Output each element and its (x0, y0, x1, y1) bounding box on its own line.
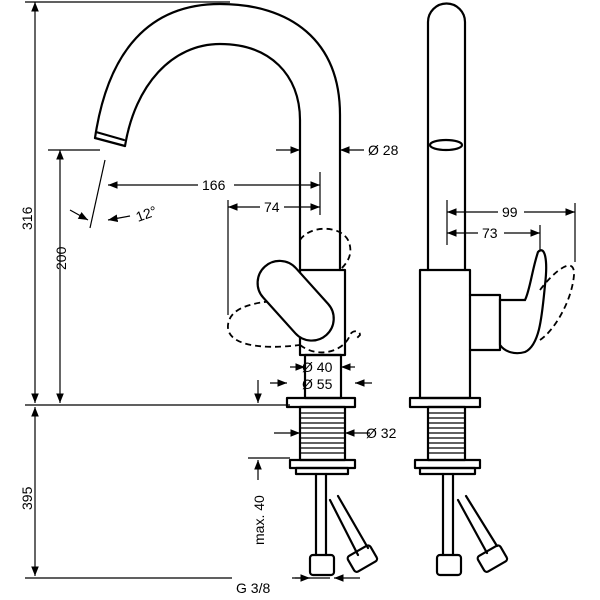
handle-dimension-74: 74 (227, 198, 320, 315)
spout-angle-dimension: 12° (69, 159, 159, 229)
side-handle-dimension-73: 73 (447, 224, 541, 250)
reach-dimension-166: 166 (108, 172, 321, 215)
faucet-front-view (93, 2, 379, 577)
label-max-40: max. 40 (251, 495, 267, 545)
label-99: 99 (502, 204, 518, 220)
height-dimension-316: 316 (19, 1, 230, 403)
shank-diameter-dimension: Ø 32 (274, 425, 397, 441)
label-395: 395 (19, 486, 35, 510)
label-73: 73 (482, 225, 498, 241)
height-dimension-200: 200 (48, 149, 100, 403)
label-12-degree: 12° (134, 203, 159, 225)
spout-diameter-dimension: Ø 28 (276, 142, 399, 158)
label-diameter-55: Ø 55 (302, 376, 333, 392)
label-166: 166 (202, 177, 226, 193)
label-diameter-40: Ø 40 (302, 359, 333, 375)
label-316: 316 (19, 206, 35, 230)
label-g-3-8: G 3/8 (236, 580, 270, 596)
base-diameter-dimensions: Ø 40 Ø 55 (254, 359, 372, 403)
side-handle-dimension-99: 99 (446, 200, 576, 262)
faucet-side-view (408, 2, 575, 577)
label-diameter-28: Ø 28 (368, 142, 399, 158)
max-deck-thickness-dimension: max. 40 (248, 457, 290, 545)
thread-dimension: G 3/8 (232, 569, 360, 596)
label-diameter-32: Ø 32 (366, 425, 397, 441)
label-74: 74 (264, 199, 280, 215)
label-200: 200 (53, 246, 69, 270)
